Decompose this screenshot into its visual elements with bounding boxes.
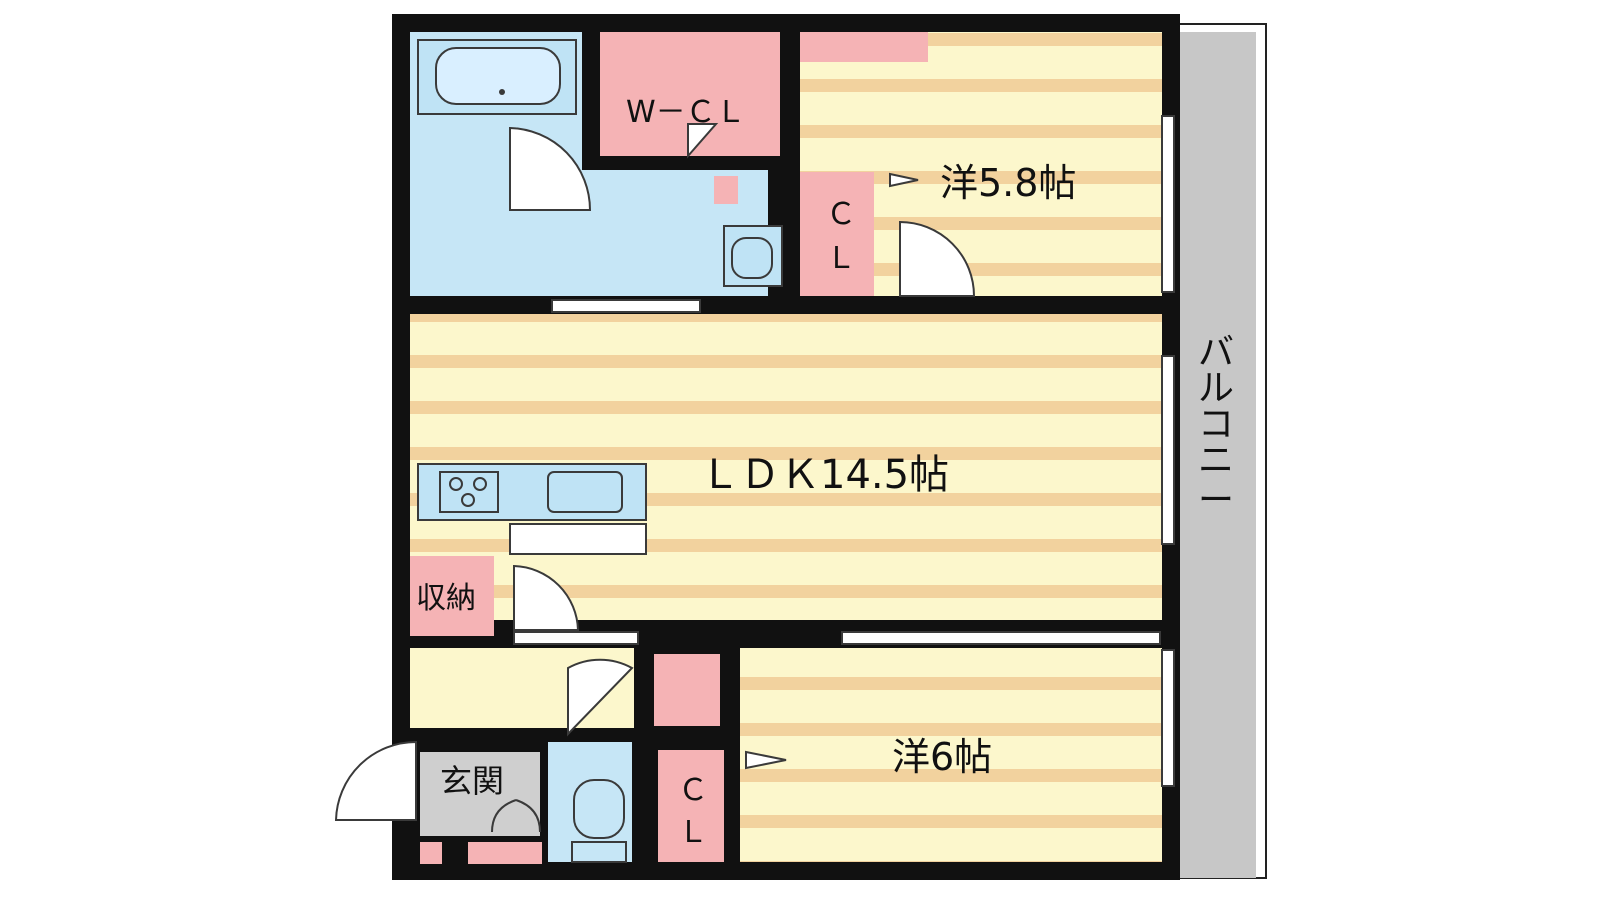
window-ldk [1161, 355, 1175, 545]
stove-icon [439, 471, 499, 513]
bathtub-icon [417, 39, 577, 115]
sink-icon [547, 471, 623, 513]
sliding-doors [513, 115, 1175, 787]
west-room-2-floor [740, 648, 1162, 862]
window-bottom [1161, 649, 1175, 787]
closet-2-label-l: Ｌ [678, 815, 708, 850]
ldk-label: ＬＤＫ14.5帖 [700, 452, 949, 498]
entrance-floor [420, 752, 540, 836]
washroom [410, 170, 768, 296]
toilet [548, 742, 632, 862]
svg-text:バ: バ [1198, 332, 1234, 373]
closet-2-label-c: Ｃ [678, 773, 708, 808]
walk-in-closet-door-icon [687, 123, 719, 159]
closet-1-label-l: Ｌ [826, 241, 856, 276]
doors [334, 123, 976, 833]
walk-in-closet-label: W－ＣＬ [626, 95, 746, 130]
west-room-1-label: 洋5.8帖 [940, 161, 1076, 205]
entrance-door-icon [334, 740, 417, 821]
storage-small [654, 654, 720, 726]
balcony [1169, 23, 1267, 879]
svg-text:コ: コ [1198, 404, 1234, 445]
wc-storage-small [714, 176, 738, 204]
window-top [1161, 115, 1175, 293]
shoe-box-left [420, 842, 442, 864]
toilet-icon [571, 779, 627, 863]
shoe-box-door-icon [491, 799, 541, 833]
closet-1-door-icon [889, 172, 919, 188]
svg-text:ニ: ニ [1198, 440, 1234, 481]
svg-text:ル: ル [1198, 368, 1234, 409]
ldk-sliding-door [841, 631, 1161, 645]
closet-1-label-c: Ｃ [826, 197, 856, 232]
svg-text:ー: ー [1198, 480, 1234, 521]
washbasin-icon [723, 225, 783, 287]
kitchen-back-counter [509, 523, 647, 555]
toilet-door-icon [567, 658, 634, 737]
bathroom-door-icon [509, 126, 592, 211]
kitchen-counter [417, 463, 647, 555]
balcony-label: バ ル コ ニ ー [1198, 332, 1234, 521]
storage-label: 収納 [416, 581, 476, 616]
closet-2 [658, 750, 724, 862]
shoe-box-right [468, 842, 542, 864]
storage-closet [410, 556, 494, 636]
washroom-sliding-door [551, 299, 701, 313]
entrance-label: 玄関 [440, 762, 504, 800]
closet-1 [800, 172, 874, 296]
closet-2-door-icon [745, 750, 787, 770]
balcony-floor [1180, 32, 1256, 878]
west-room-2-label: 洋6帖 [892, 735, 992, 779]
storage-door-icon [513, 564, 580, 631]
west-room-1-door-icon [899, 220, 976, 297]
storage-sliding-door [513, 631, 639, 645]
closet-top-shelf [800, 32, 928, 62]
